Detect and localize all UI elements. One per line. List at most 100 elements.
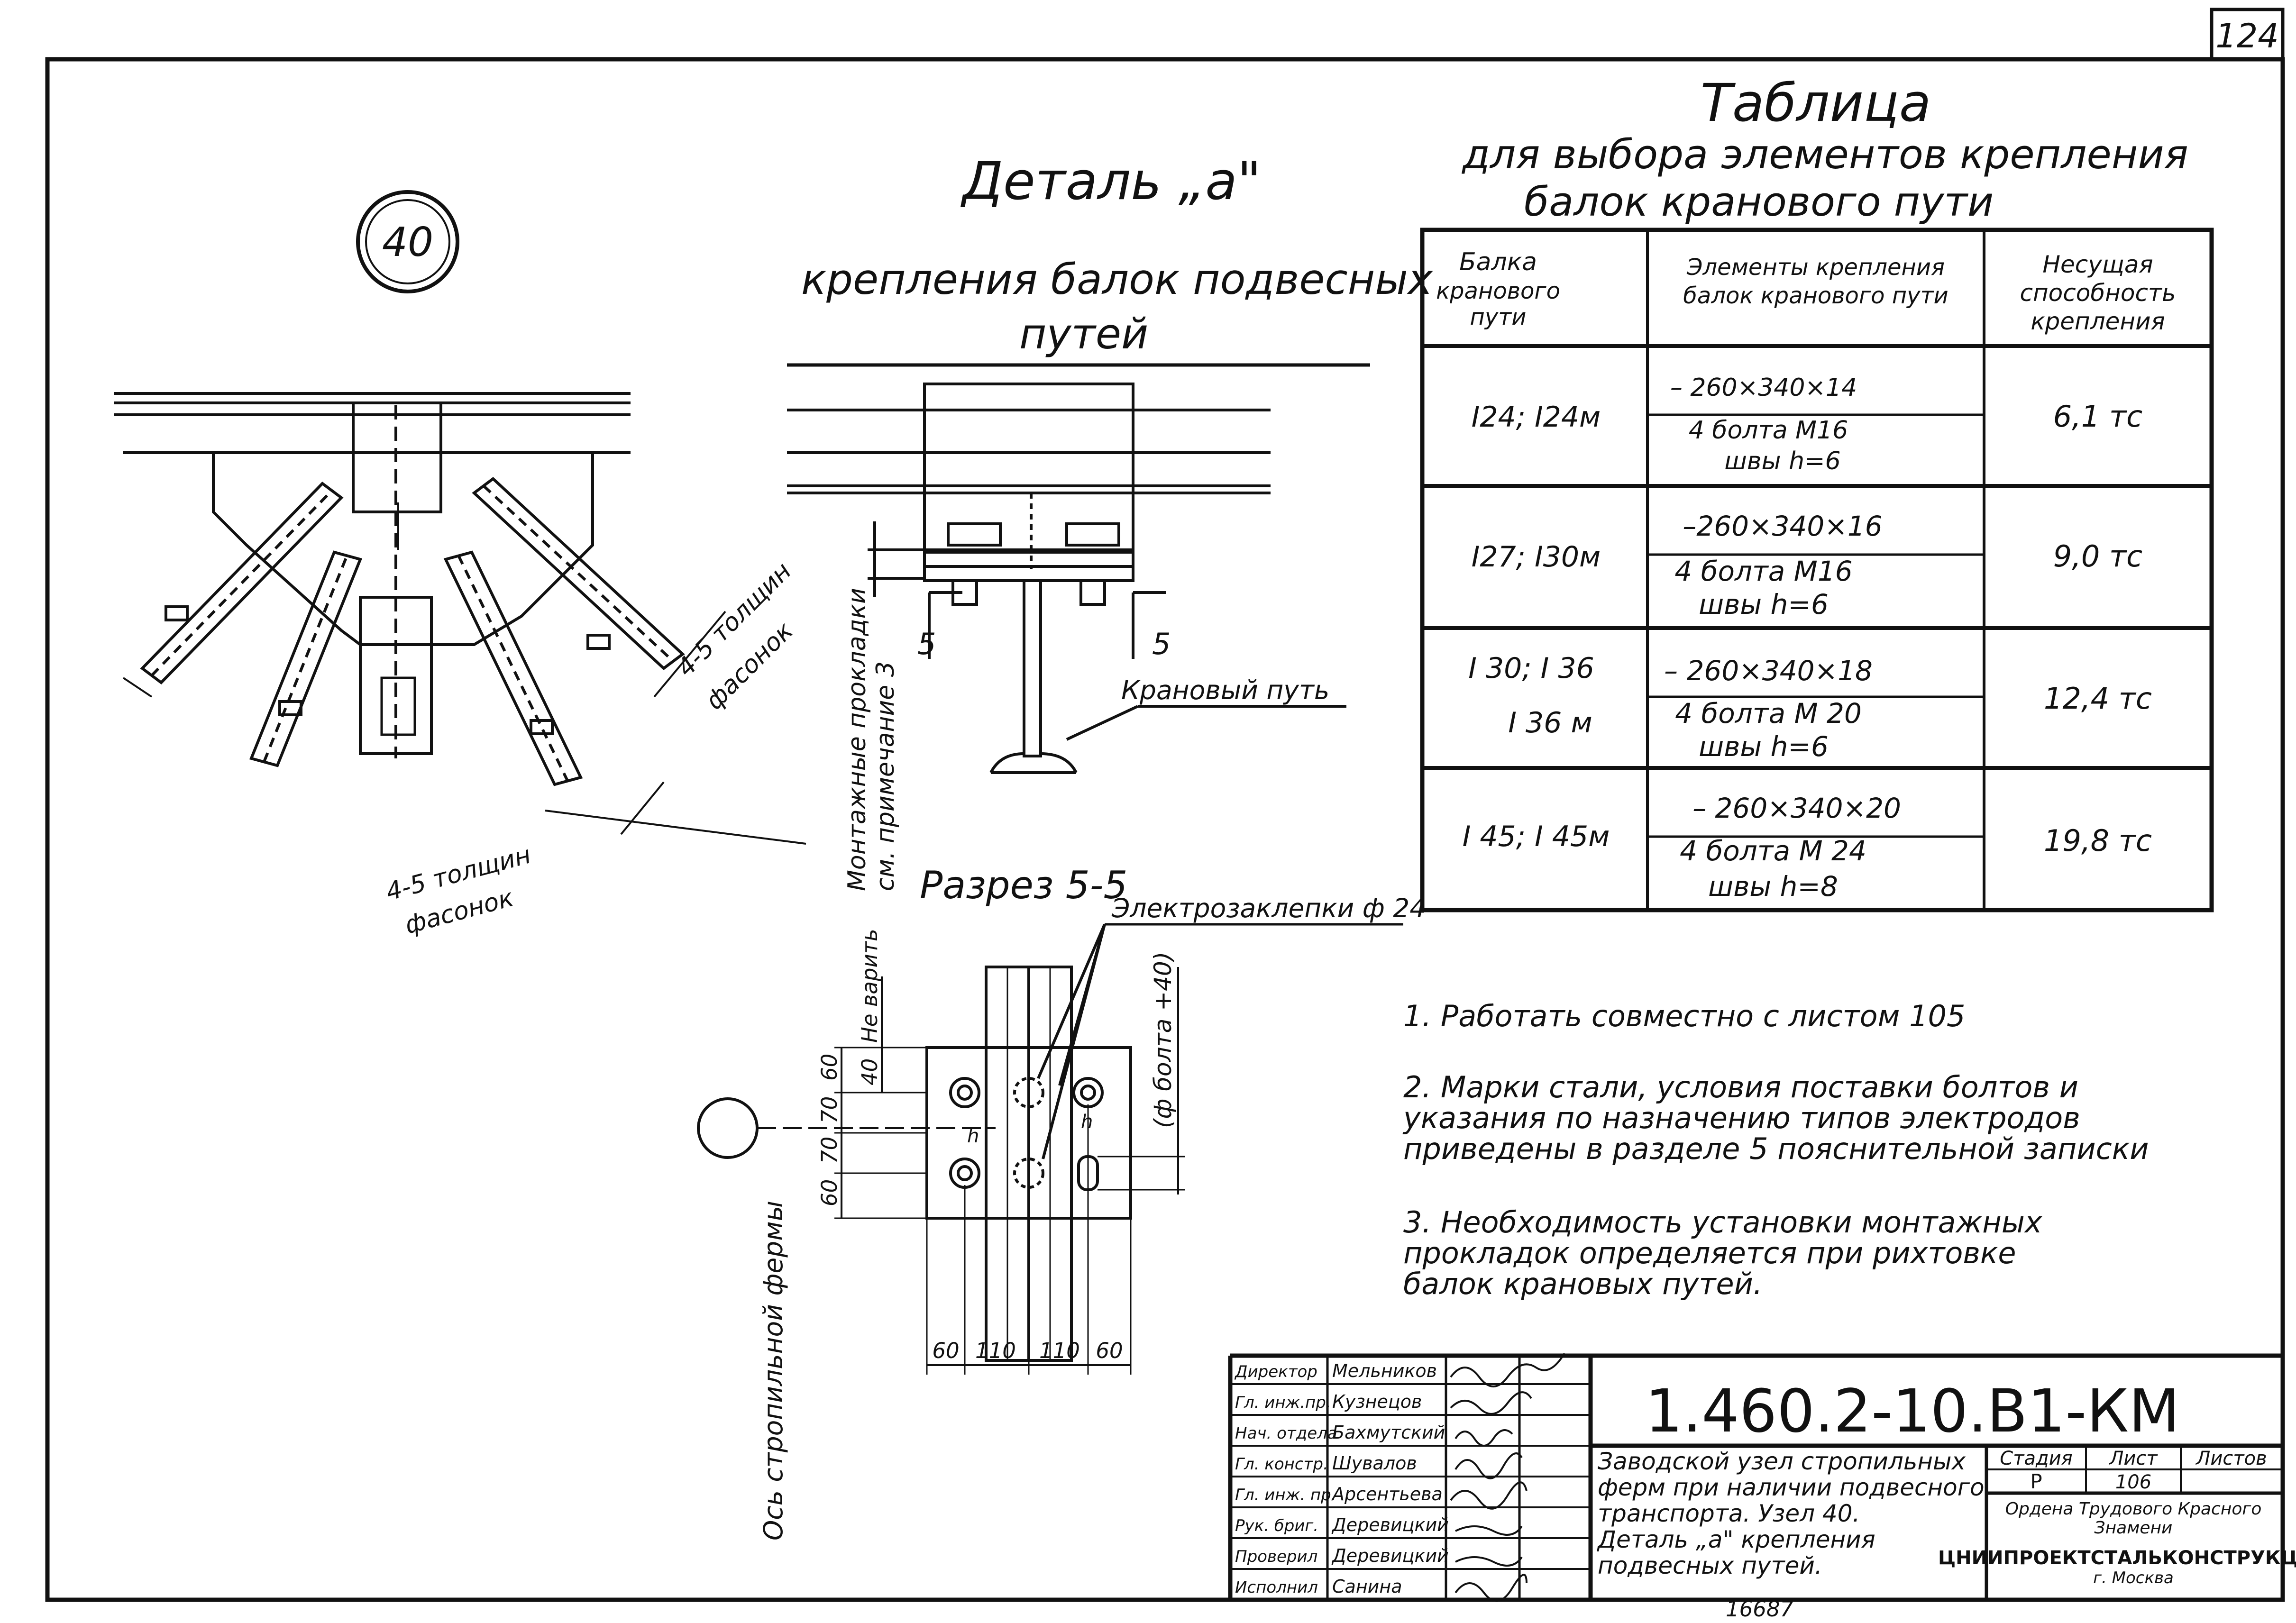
table-row-3-welds: швы h=6 [1699,730,1829,763]
note-3-line3: балок крановых путей. [1403,1267,1763,1301]
table-row-3-plate: – 260×340×18 [1664,655,1873,687]
small-mark-1: h [967,1125,979,1147]
table-row-4-capacity: 19,8 тс [2044,823,2152,858]
title-description-line2: ферм при наличии подвесного [1598,1474,1985,1501]
table-row-1-bolts: 4 болта М16 [1689,416,1848,445]
title-role-2: Гл. инж.пр. [1235,1393,1331,1412]
org-line2: Знамени [2095,1518,2173,1538]
title-name-6: Деревицкий [1331,1514,1449,1535]
dim-40: 40 [857,1058,882,1085]
title-role-7: Проверил [1235,1547,1317,1566]
table-row-2-bolts: 4 болта М16 [1674,555,1852,587]
header-beam-line1: Балка [1459,248,1537,276]
title-role-5: Гл. инж. пр. [1235,1486,1336,1504]
note-2-line3: приведены в разделе 5 пояснительной запи… [1403,1131,2149,1166]
pads-label-line2: см. примечание 3 [871,661,900,891]
dim-horizontal-4: 60 [1096,1338,1123,1363]
header-elements-line1: Элементы крепления [1686,254,1945,281]
table-row-3-bolts: 4 болта М 20 [1675,697,1862,729]
bolt-note: (ф болта +40) [1149,952,1177,1128]
org-line4: г. Москва [2093,1568,2174,1587]
no-weld-label: Не варить [857,929,882,1043]
signatures [1450,1352,1565,1602]
truss-axis-circle [697,1097,759,1159]
truss-axis-label: Ось стропильной фермы [758,1201,788,1541]
dim-horizontal-2: 110 [975,1338,1016,1363]
title-name-8: Санина [1332,1576,1402,1597]
pads-label-line1: Монтажные прокладки [843,588,871,891]
node-40-drawing [114,190,806,845]
title-name-2: Кузнецов [1332,1391,1422,1412]
note-3-line1: 3. Необходимость установки монтажных [1403,1205,2043,1240]
table-row-1-beam: I24; I24м [1472,401,1601,434]
table-row-3-beam-line1: I 30; I 36 [1468,652,1594,685]
crane-track-label: Крановый путь [1121,675,1329,705]
header-elements-line2: балок кранового пути [1683,283,1948,309]
dim-vertical-4: 60 [817,1179,842,1206]
sheet-label: Лист [2108,1448,2158,1469]
section-title: Разрез 5-5 [920,863,1127,907]
title-description-line1: Заводской узел стропильных [1598,1448,1966,1475]
header-capacity-line3: крепления [2031,308,2165,335]
table-row-1-welds: швы h=6 [1724,447,1840,475]
note-1: 1. Работать совместно с листом 105 [1403,999,1965,1033]
note-2-line1: 2. Марки стали, условия поставки болтов … [1403,1070,2078,1104]
table-title: Таблица [1701,73,1931,133]
node-mark: 40 [382,219,433,266]
title-role-4: Гл. констр. [1235,1455,1328,1474]
note-2-line2: указания по назначению типов электродов [1402,1101,2080,1135]
small-mark-2: h [1081,1111,1093,1133]
table-row-2-welds: швы h=6 [1699,588,1829,620]
rivets-label: Электрозаклепки ф 24 [1111,893,1426,923]
table-subtitle-line1: для выбора элементов крепления [1461,131,2188,178]
title-role-8: Исполнил [1235,1578,1318,1597]
table-row-4-bolts: 4 болта М 24 [1680,835,1866,867]
dim-horizontal-1: 60 [932,1338,959,1363]
title-role-6: Рук. бриг. [1235,1516,1318,1535]
drawing-code: 1.460.2-10.В1-КМ [1645,1377,2180,1446]
sheet-number-box [2210,8,2285,61]
title-description-line5: подвесных путей. [1598,1552,1822,1579]
table-row-3-capacity: 12,4 тс [2044,681,2152,716]
title-name-3: Бахмутский [1332,1422,1445,1443]
table-row-2-plate: –260×340×16 [1683,510,1882,542]
table-row-4-welds: швы h=8 [1708,870,1838,903]
dim-vertical-2: 70 [817,1096,842,1123]
stage-label: Стадия [2000,1448,2072,1469]
sheet-number: 124 [2215,17,2279,55]
section-5-5-drawing [697,923,1185,1375]
detail-subtitle-line2: путей [1019,310,1148,358]
table-row-1-capacity: 6,1 тс [2053,399,2143,434]
sheet-value: 106 [2115,1471,2151,1493]
note-3-line2: прокладок определяется при рихтовке [1403,1236,2016,1270]
sheet-frame [45,57,2285,1602]
detail-subtitle-line1: крепления балок подвесных [801,255,1433,304]
table-row-4-plate: – 260×340×20 [1692,792,1901,824]
stage-value: Р [2030,1470,2042,1493]
section-mark-right: 5 [1152,627,1171,661]
dim-vertical-1: 60 [817,1054,842,1081]
detail-title: Деталь „а" [960,151,1261,211]
detail-a-drawing [787,383,1346,774]
org-line1: Ордена Трудового Красного [2005,1499,2262,1519]
header-beam-line2: кранового [1436,278,1560,304]
table-row-2-capacity: 9,0 тс [2053,539,2143,574]
header-capacity-line2: способность [2020,279,2176,307]
table-row-3-beam-line2: I 36 м [1508,706,1592,739]
title-role-1: Директор [1234,1362,1317,1381]
node-mark-circle [356,190,459,293]
dim-vertical-3: 70 [817,1137,842,1164]
org-line3: ЦНИИПРОЕКТСТАЛЬКОНСТРУКЦИЯ [1938,1547,2296,1569]
dim-horizontal-3: 110 [1039,1338,1080,1363]
header-beam-line3: пути [1470,304,1527,330]
title-description-line4: Деталь „а" крепления [1597,1526,1875,1553]
title-name-7: Деревицкий [1331,1545,1449,1566]
sheets-label: Листов [2195,1448,2267,1469]
table-row-2-beam: I27; I30м [1472,540,1601,574]
title-block [1228,1353,2283,1600]
title-name-5: Арсентьева [1331,1484,1443,1504]
archive-number: 16687 [1726,1596,1794,1622]
selection-table [1420,228,2214,912]
title-role-3: Нач. отдела [1235,1424,1337,1443]
